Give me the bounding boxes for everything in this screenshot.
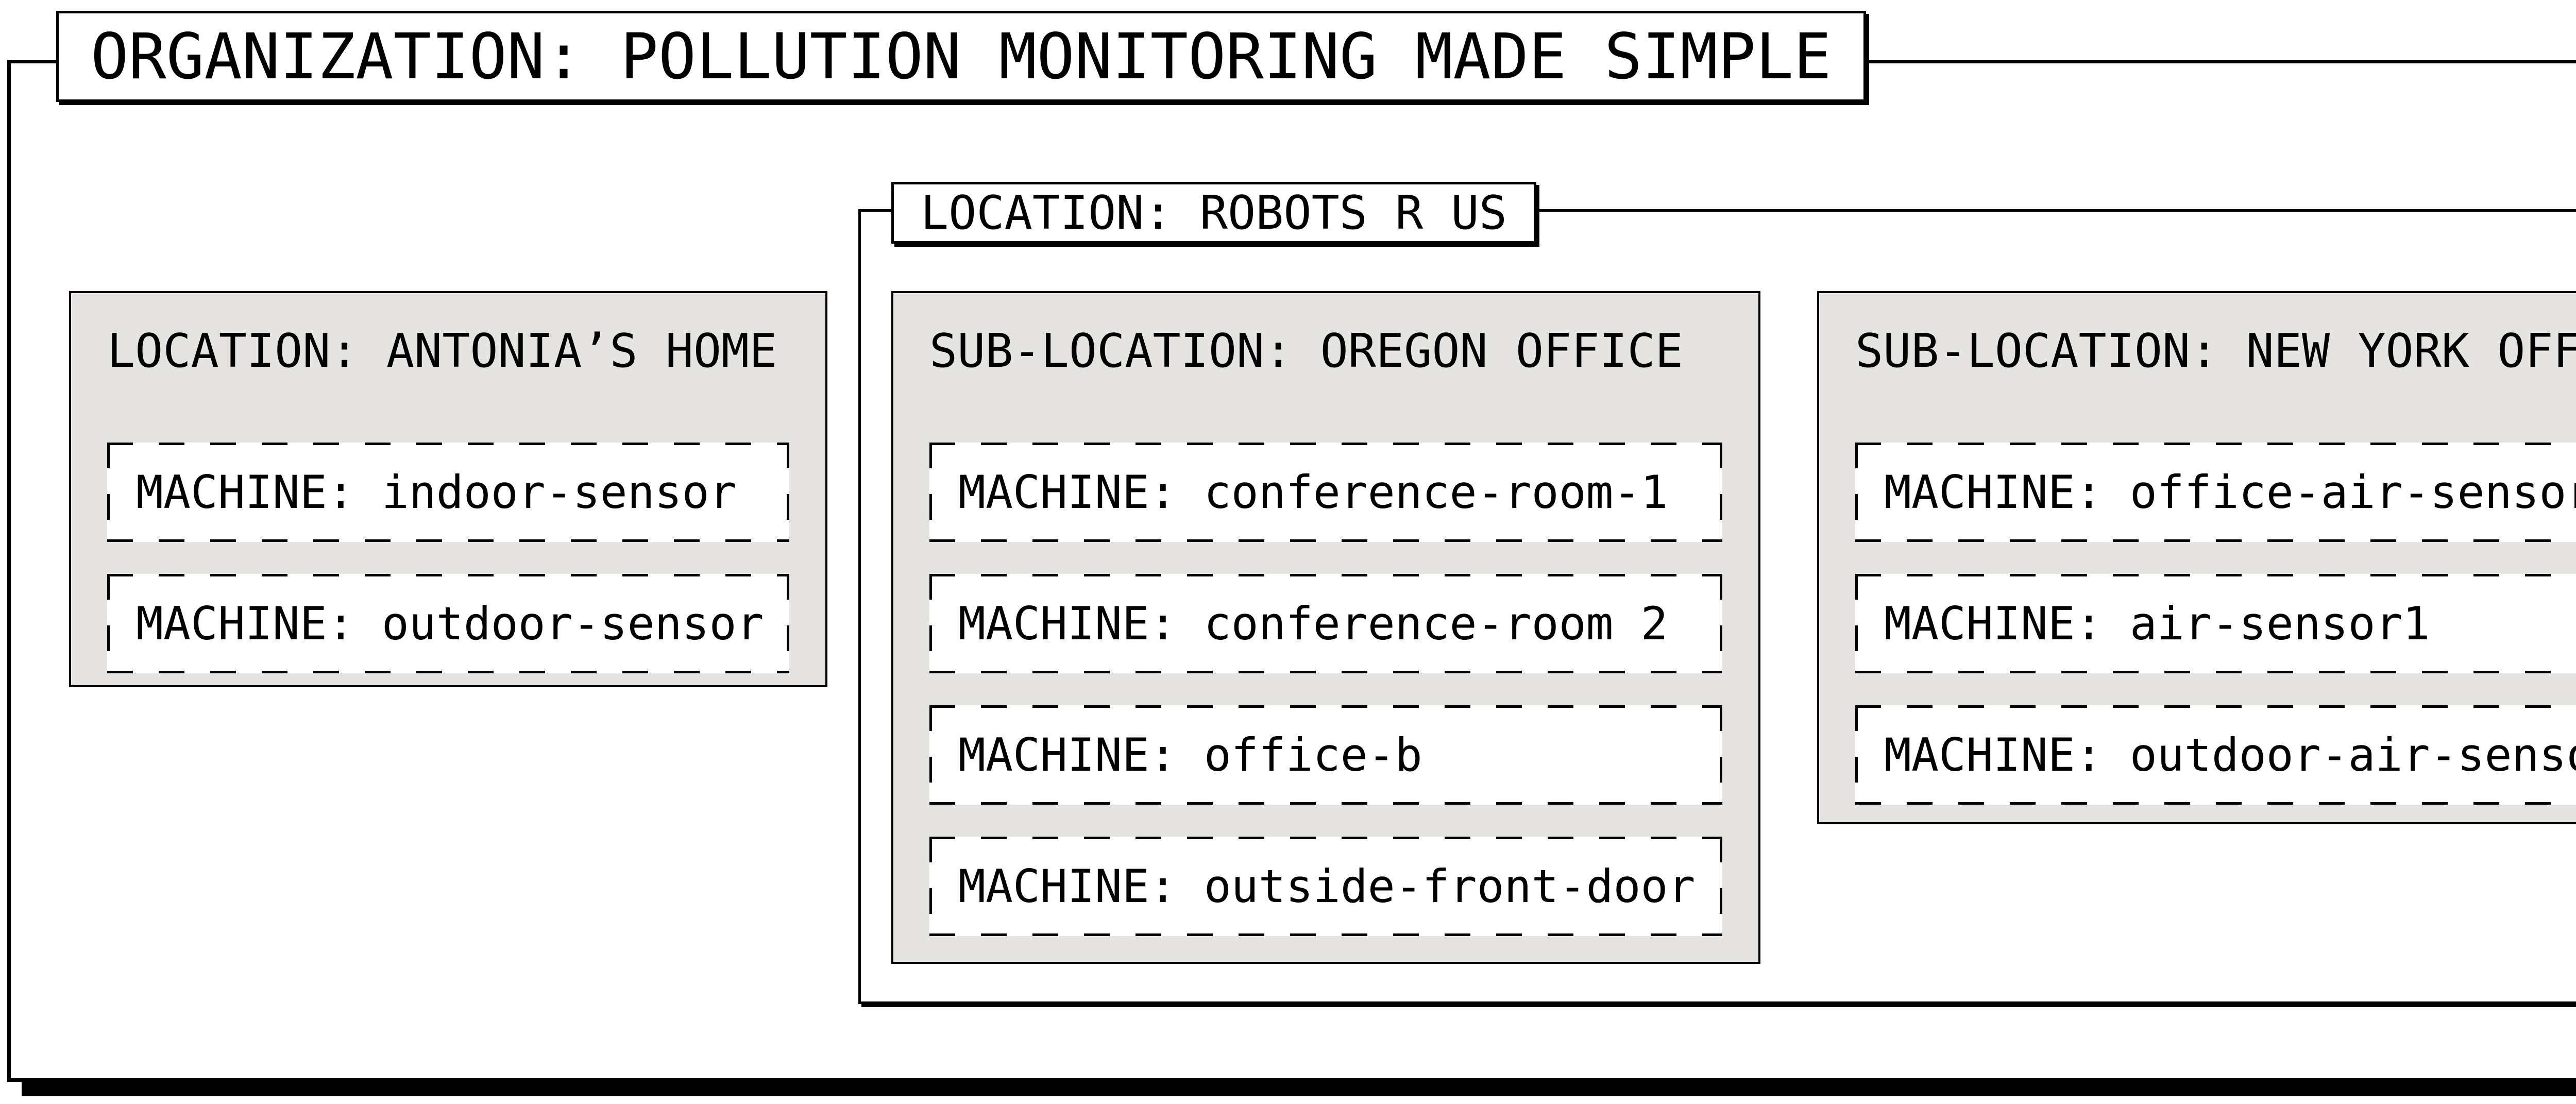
machine-box: MACHINE: office-b (929, 705, 1722, 805)
machine-box: MACHINE: outdoor-sensor (107, 574, 789, 673)
location-panel-antonias-home: LOCATION: ANTONIA’S HOME MACHINE: indoor… (69, 291, 827, 687)
organization-title-tab: ORGANIZATION: POLLUTION MONITORING MADE … (56, 11, 1866, 102)
location-title-tab: LOCATION: ROBOTS R US (891, 182, 1536, 244)
machine-label: MACHINE: air-sensor1 (1884, 597, 2430, 650)
machine-box: MACHINE: conference-room 2 (929, 574, 1722, 673)
location-label: LOCATION: ROBOTS R US (921, 185, 1507, 240)
sublocation-label: SUB-LOCATION: OREGON OFFICE (929, 324, 1683, 378)
machine-list: MACHINE: conference-room-1 MACHINE: conf… (929, 443, 1722, 936)
machine-label: MACHINE: office-b (958, 728, 1422, 782)
machine-box: MACHINE: outdoor-air-sensor (1855, 705, 2576, 805)
machine-list: MACHINE: office-air-sensor MACHINE: air-… (1855, 443, 2576, 805)
location-panel-robots-r-us: LOCATION: ROBOTS R US SUB-LOCATION: OREG… (858, 182, 2576, 1004)
machine-label: MACHINE: conference-room-1 (958, 466, 1668, 519)
machine-list: MACHINE: indoor-sensor MACHINE: outdoor-… (107, 443, 789, 673)
machine-label: MACHINE: outdoor-air-sensor (1884, 728, 2576, 782)
machine-label: MACHINE: office-air-sensor (1884, 466, 2576, 519)
machine-label: MACHINE: outside-front-door (958, 860, 1696, 913)
machine-label: MACHINE: conference-room 2 (958, 597, 1668, 650)
organization-panel: ORGANIZATION: POLLUTION MONITORING MADE … (7, 11, 2576, 1082)
organization-title: ORGANIZATION: POLLUTION MONITORING MADE … (91, 20, 1832, 93)
machine-box: MACHINE: indoor-sensor (107, 443, 789, 542)
machine-label: MACHINE: outdoor-sensor (136, 597, 764, 650)
sublocation-label: SUB-LOCATION: NEW YORK OFFICE (1855, 324, 2576, 378)
sublocation-panel-new-york-office: SUB-LOCATION: NEW YORK OFFICE MACHINE: o… (1817, 291, 2576, 824)
machine-box: MACHINE: office-air-sensor (1855, 443, 2576, 542)
machine-box: MACHINE: conference-room-1 (929, 443, 1722, 542)
machine-label: MACHINE: indoor-sensor (136, 466, 737, 519)
machine-box: MACHINE: outside-front-door (929, 837, 1722, 936)
machine-box: MACHINE: air-sensor1 (1855, 574, 2576, 673)
location-label: LOCATION: ANTONIA’S HOME (107, 324, 777, 378)
sublocation-panel-oregon-office: SUB-LOCATION: OREGON OFFICE MACHINE: con… (891, 291, 1760, 964)
